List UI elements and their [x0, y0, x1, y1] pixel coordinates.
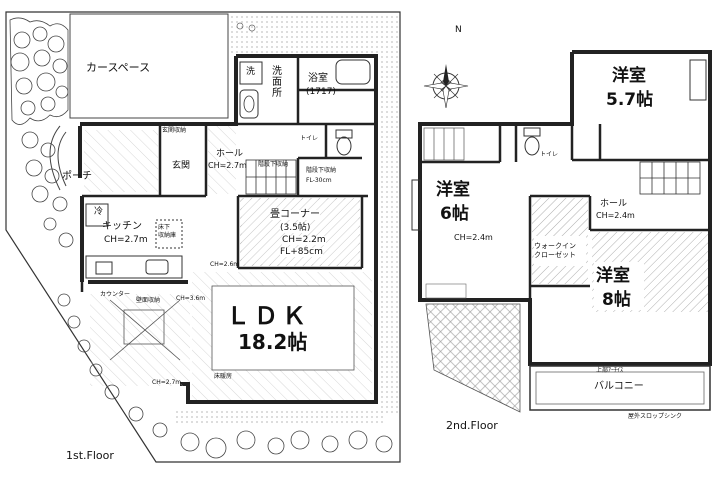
second-floor-label: 2nd.Floor: [446, 419, 498, 432]
tatami-name-label: 畳コーナー: [270, 209, 320, 220]
site-boundary: [5, 11, 401, 463]
kitchen-name-label: キッチン: [102, 221, 142, 232]
room2-size-label: 6帖: [440, 204, 469, 224]
hall-1f-label: ホール: [216, 149, 244, 159]
stone-garden: [9, 17, 74, 248]
balcony-label: バルコニー: [594, 381, 644, 392]
room1-name-label: 洋室: [612, 66, 646, 86]
hall-1f-ceiling: CH=2.7m: [208, 161, 247, 170]
floor-storage-label: 床下 収納庫: [158, 224, 177, 239]
compass-icon: [423, 64, 469, 109]
entrance-label: 玄関: [172, 161, 191, 171]
kitchen-fixtures: [85, 203, 183, 279]
hall-2f-label: ホール: [600, 199, 628, 209]
under-stair-fl-label: FL-30cm: [306, 177, 332, 184]
kitchen-ceiling-label: CH=2.7m: [104, 235, 148, 245]
carport: [69, 13, 229, 119]
hall-2f-ceiling: CH=2.4m: [596, 211, 635, 220]
room1-size-label: 5.7帖: [606, 90, 654, 110]
washroom-label: 洗 面 所: [272, 66, 282, 99]
fridge-label: 冷: [94, 207, 104, 217]
garden-shrubs: [57, 293, 393, 459]
tatami-ceiling-label: CH=2.2m: [282, 235, 326, 245]
upper-shelf-label: 上部ｱｰﾁｲｽ: [596, 367, 624, 374]
counter-label: カウンター: [100, 291, 131, 298]
room2-ceiling-label: CH=2.4m: [454, 233, 493, 242]
porch-label: ポーチ: [62, 171, 92, 182]
under-stair-storage-label: 階段下収納: [258, 161, 289, 168]
stairs-2f: [639, 161, 701, 195]
toilet-1f-label: トイレ: [300, 135, 319, 142]
entrance-floor: [84, 130, 158, 192]
first-floor-label: 1st.Floor: [66, 449, 114, 462]
floor-heating-label: 床暖房: [214, 373, 233, 380]
roof-area: [425, 303, 521, 413]
ch-label-2: CH=3.6m: [176, 295, 206, 302]
room3-name-label: 洋室: [596, 266, 630, 286]
room3-size-label: 8帖: [602, 290, 631, 310]
gravel-area: [230, 14, 398, 54]
compass-north-label: N: [455, 25, 462, 35]
bath-size-label: (1717): [306, 87, 336, 97]
ldk-size-label: 18.2帖: [238, 330, 308, 354]
balcony: [529, 365, 711, 411]
room2-name-label: 洋室: [436, 180, 470, 200]
toilet-2f: [523, 127, 541, 156]
wall-shelf-label: 壁面収納: [136, 297, 161, 304]
washroom-laundry-label: 洗: [246, 67, 256, 77]
tatami-size-label: (3.5帖): [280, 223, 311, 233]
dining-floor: [90, 294, 190, 386]
shoe-storage-label: 玄関収納: [162, 127, 187, 134]
under-stair-storage2-label: 階段下収納: [306, 167, 337, 174]
toilet-2f-label: トイレ: [540, 151, 559, 158]
walk-in-closet-label: ウォークイン クローゼット: [534, 242, 576, 259]
ch-label-1: CH=2.6m: [210, 261, 240, 268]
bathtub: [335, 59, 371, 85]
bath-name-label: 浴室: [308, 73, 328, 84]
tatami-fl-label: FL+85cm: [280, 247, 323, 257]
toilet-1f: [335, 129, 353, 156]
ldk-name-label: ＬＤＫ: [226, 302, 310, 330]
outdoor-faucet-label: 屋外スロップシンク: [628, 413, 683, 420]
ch-label-3: CH=2.7m: [152, 379, 182, 386]
stairs-1f: [245, 159, 297, 195]
carport-label: カースペース: [86, 61, 151, 74]
